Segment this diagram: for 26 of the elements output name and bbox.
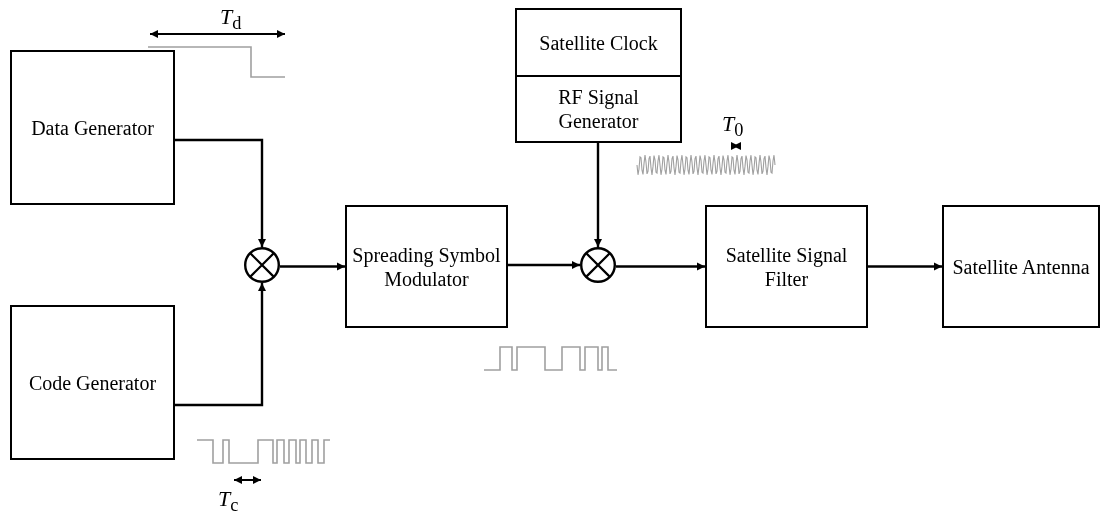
mixer-symbol (244, 247, 280, 283)
box-label: Satellite Antenna (952, 254, 1090, 279)
arrow (868, 262, 942, 271)
process-box (942, 205, 1100, 328)
process-box (515, 75, 682, 143)
process-box (705, 205, 868, 328)
period-label: T$_{0}$ (722, 112, 744, 143)
period-label: T$_{d}$ (220, 5, 242, 36)
arrow (175, 283, 266, 407)
process-box (515, 8, 682, 77)
box-label: Code Generator (28, 370, 157, 395)
box-label: Satellite Clock (539, 30, 658, 55)
period-label: T$_{c}$ (218, 487, 239, 515)
process-box (345, 205, 508, 328)
arrow (594, 143, 602, 247)
mixer-symbol (580, 247, 616, 283)
process-box (10, 305, 175, 460)
box-label: Satellite Signal Filter (724, 242, 849, 291)
arrow (280, 262, 345, 271)
process-box (10, 50, 175, 205)
box-label: Data Generator (31, 115, 154, 140)
box-label: RF Signal Generator (557, 85, 640, 133)
arrow (175, 138, 266, 247)
box-label: Spreading Symbol Modulator (351, 242, 502, 291)
arrow (616, 262, 705, 271)
arrow (508, 261, 580, 269)
